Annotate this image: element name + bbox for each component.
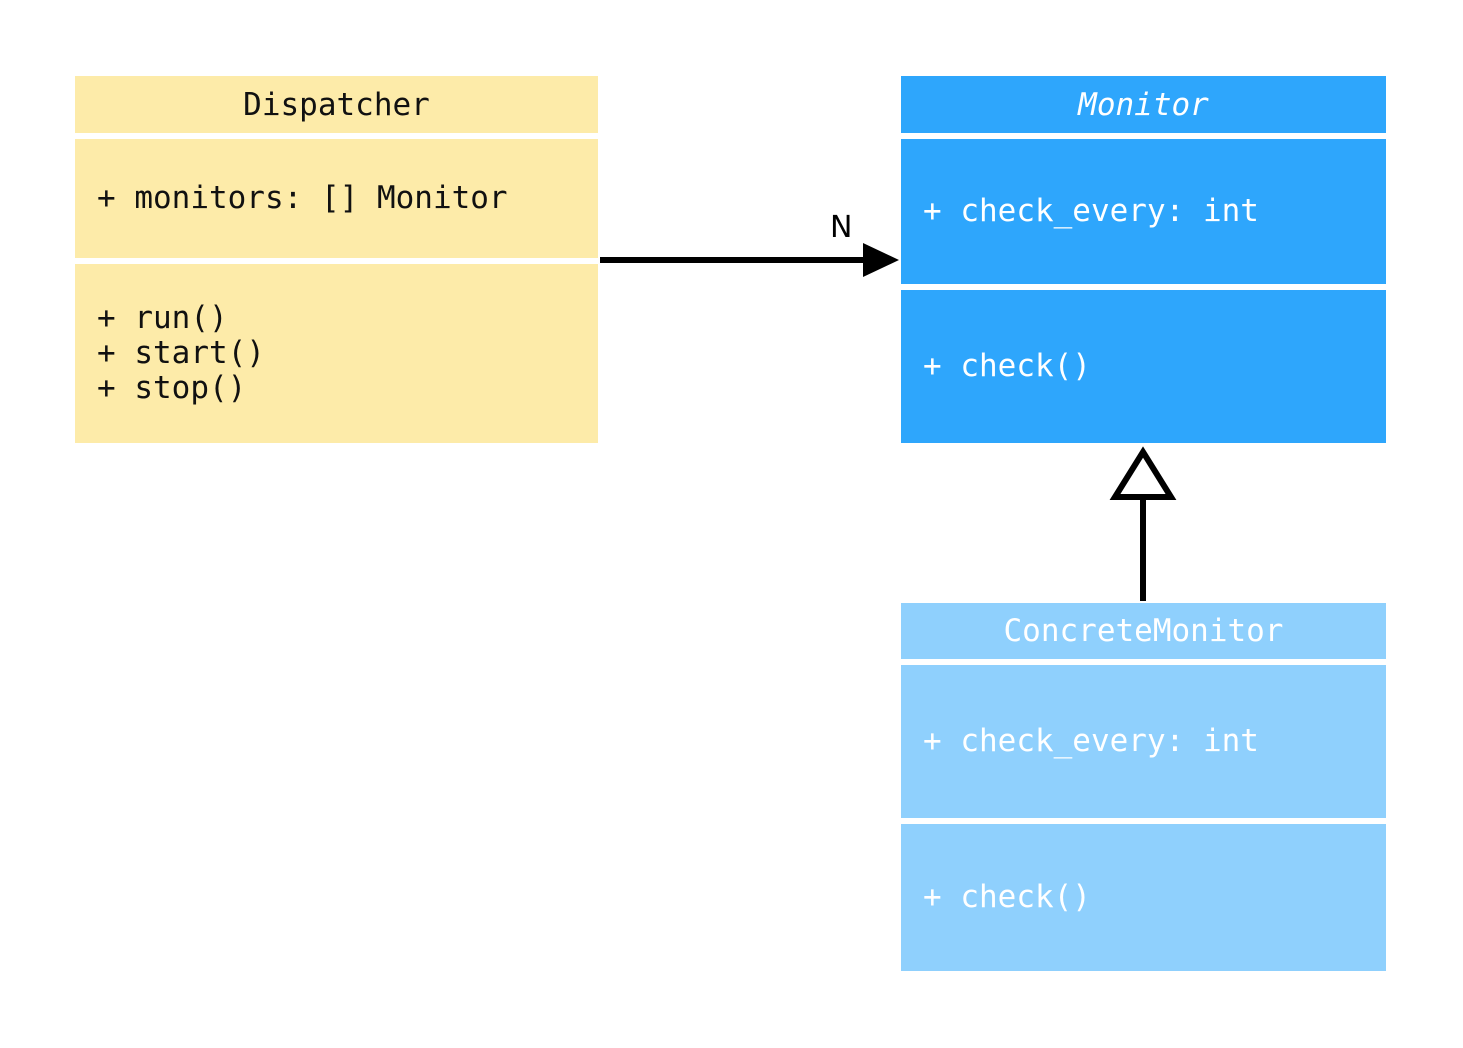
class-title-concrete-monitor: ConcreteMonitor: [901, 603, 1386, 659]
attribute-row: + monitors: [] Monitor: [97, 180, 508, 216]
relationship-association-dispatcher-monitor: [600, 243, 899, 277]
attribute-row: + check_every: int: [923, 193, 1259, 229]
class-attributes-monitor: + check_every: int: [901, 139, 1386, 284]
class-attributes-dispatcher: + monitors: [] Monitor: [75, 139, 598, 258]
class-operations-concrete-monitor: + check(): [901, 824, 1386, 971]
class-box-concrete-monitor[interactable]: ConcreteMonitor + check_every: int + che…: [901, 603, 1386, 971]
class-operations-dispatcher: + run() + start() + stop(): [75, 264, 598, 443]
operation-row: + stop(): [97, 370, 247, 406]
class-operations-monitor: + check(): [901, 290, 1386, 443]
relationship-generalization-concrete-monitor-monitor: [1109, 446, 1177, 601]
operation-row: + start(): [97, 335, 265, 371]
class-title-monitor: Monitor: [901, 76, 1386, 133]
class-attributes-concrete-monitor: + check_every: int: [901, 665, 1386, 818]
attribute-row: + check_every: int: [923, 723, 1259, 759]
class-title-dispatcher: Dispatcher: [75, 76, 598, 133]
operation-row: + check(): [923, 348, 1091, 384]
hollow-triangle-icon: [1109, 446, 1177, 500]
class-box-dispatcher[interactable]: Dispatcher + monitors: [] Monitor + run(…: [75, 76, 598, 443]
operation-row: + check(): [923, 879, 1091, 915]
operation-row: + run(): [97, 300, 228, 336]
filled-arrowhead-icon: [863, 243, 899, 277]
class-box-monitor[interactable]: Monitor + check_every: int + check(): [901, 76, 1386, 443]
association-multiplicity-label: N: [830, 210, 853, 245]
